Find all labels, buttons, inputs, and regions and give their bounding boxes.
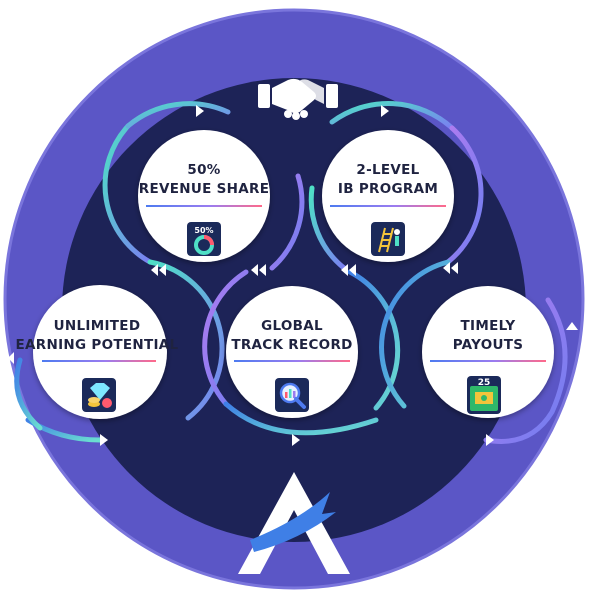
chevron-right-icon [196,105,204,117]
chevron-right-icon [381,105,389,117]
arc-revenue-left [102,123,153,265]
node-ib-line2: IB PROGRAM [338,181,438,197]
arc-ib-top [329,101,455,131]
chevron-right-icon [100,434,108,446]
node-earning-line2: EARNING POTENTIAL [16,337,179,353]
chevron-double-left-icon [341,264,356,276]
node-earning: UNLIMITED EARNING POTENTIAL [16,285,179,419]
svg-text:50%: 50% [194,226,213,235]
chevron-left-icon [8,352,14,364]
arc-ib-left [308,185,347,271]
chevron-double-left-icon [251,264,266,276]
arc-earning-left [14,357,43,431]
node-revenue-line2: REVENUE SHARE [139,181,269,197]
arrow-a-logo-icon [238,472,350,574]
magnifier-chart-icon [275,378,309,412]
node-ib-line1: 2-LEVEL [356,162,419,178]
connector-arcs [14,101,568,444]
node-payouts-line1: TIMELY [461,318,516,334]
chevron-right-icon [486,434,494,446]
chevron-double-left-icon [443,262,458,274]
chevron-double-left-icon [151,264,166,276]
arc-revenue-top [125,101,231,129]
ladder-climber-icon [371,222,405,256]
handshake-icon [258,78,338,120]
node-payouts: TIMELY PAYOUTS 25 [422,286,554,418]
arc-ib-right [445,125,484,265]
arc-revenue-right [269,173,305,271]
arc-payouts-left [379,259,451,409]
diamond-coins-icon [82,378,116,412]
outer-ring-highlight [3,8,585,590]
svg-text:25: 25 [478,378,491,388]
node-revenue-line1: 50% [187,162,220,178]
node-global-line1: GLOBAL [261,318,323,334]
arc-global-bottom [223,401,379,436]
node-global: GLOBAL TRACK RECORD [226,286,358,418]
pie-chart-icon: 50% [187,222,221,256]
node-global-line2: TRACK RECORD [231,337,352,353]
chevron-up-icon [566,322,578,330]
arc-global-left [202,269,249,407]
node-earning-line1: UNLIMITED [54,318,141,334]
arc-payouts-right [483,297,568,444]
arc-global-right [347,269,401,411]
calendar-money-icon: 25 [467,376,501,414]
node-payouts-line2: PAYOUTS [453,337,524,353]
arc-earning-right [147,259,225,421]
chevron-markers [8,105,578,446]
chevron-right-icon [292,434,300,446]
node-ib: 2-LEVEL IB PROGRAM [322,130,454,262]
node-revenue: 50% REVENUE SHARE 50% [138,130,270,262]
